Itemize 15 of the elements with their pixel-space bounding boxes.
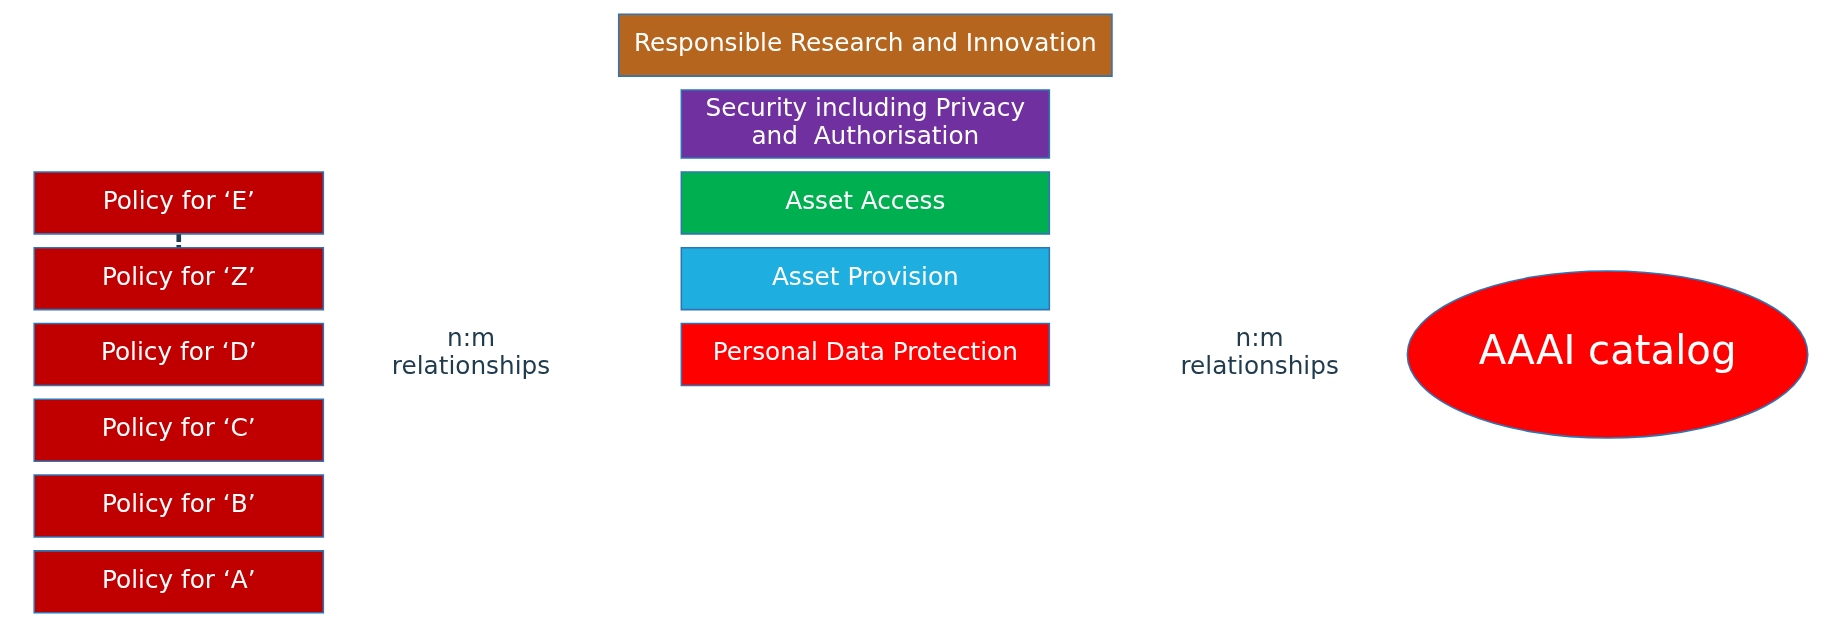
- node-box: Security including Privacy and Authorisation: [680, 89, 1051, 159]
- connector: [176, 234, 182, 248]
- node-box: Policy for ‘C’: [33, 398, 325, 462]
- label: n:m relationships: [391, 323, 551, 381]
- node-box: Asset Provision: [680, 247, 1051, 311]
- node-box: Asset Access: [680, 171, 1051, 235]
- node-box: Responsible Research and Innovation: [617, 13, 1113, 77]
- node-box: Policy for ‘A’: [33, 550, 325, 614]
- node-ellipse: AAAI catalog: [1406, 270, 1809, 439]
- node-box: Policy for ‘D’: [33, 322, 325, 387]
- node-box: Policy for ‘E’: [33, 171, 325, 235]
- node-box: Personal Data Protection: [680, 322, 1051, 387]
- node-box: Policy for ‘Z’: [33, 247, 325, 311]
- label: n:m relationships: [1180, 323, 1339, 381]
- node-box: Policy for ‘B’: [33, 474, 325, 538]
